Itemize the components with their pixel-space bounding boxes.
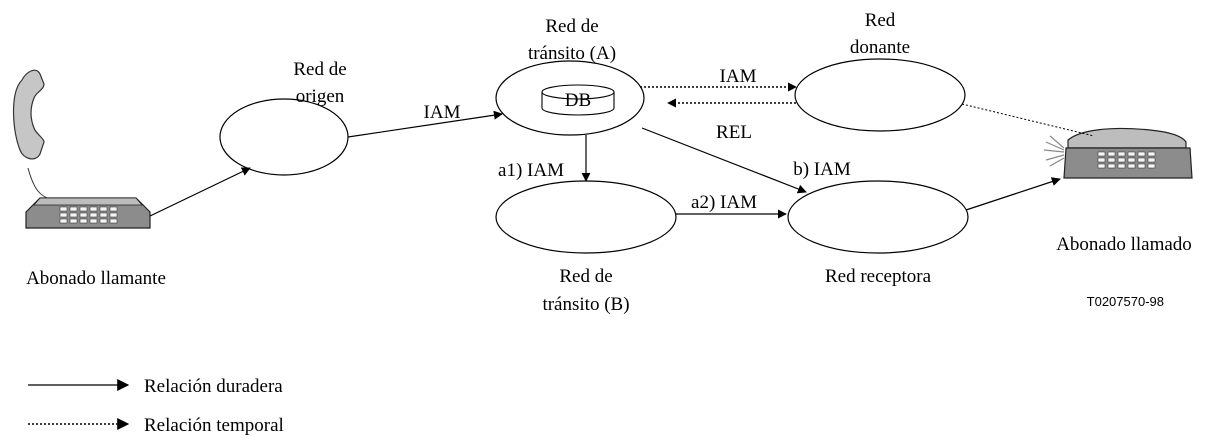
called-label: Abonado llamado <box>1056 234 1192 255</box>
caller-to-origin-link <box>149 167 251 217</box>
recipient-to-called-link <box>965 177 1061 211</box>
caller-phone-icon <box>12 69 151 229</box>
legend: Relación duradera Relación temporal <box>28 376 284 436</box>
figure-code: T0207570-98 <box>1087 294 1164 309</box>
database-label: DB <box>565 90 591 111</box>
origin-network-node <box>219 98 349 176</box>
called-phone-icon <box>1043 127 1193 179</box>
origin-label-line1: Red de <box>293 59 346 80</box>
a1-iam-label: a1) IAM <box>498 160 564 181</box>
database-icon <box>541 84 615 116</box>
legend-solid-label: Relación duradera <box>144 376 283 397</box>
recipient-label: Red receptora <box>825 266 932 287</box>
transit-b-network-node <box>495 180 677 254</box>
b-iam-label: b) IAM <box>793 159 851 180</box>
origin-label-line2: origen <box>296 86 345 107</box>
rel-label: REL <box>716 122 752 143</box>
recipient-network-node <box>787 180 969 254</box>
a2-iam-label: a2) IAM <box>691 192 757 213</box>
iam-origin-label: IAM <box>424 102 461 123</box>
donor-label-line2: donante <box>850 37 910 58</box>
donor-label-line1: Red <box>865 10 896 31</box>
transit-b-label-line2: tránsito (B) <box>542 294 629 315</box>
transit-a-to-recipient-link <box>641 127 807 194</box>
origin-to-transit-a-link <box>347 110 503 138</box>
transit-b-label-line1: Red de <box>559 266 612 287</box>
caller-label: Abonado llamante <box>26 268 166 289</box>
iam-donor-label: IAM <box>720 66 757 87</box>
donor-network-node <box>794 58 966 132</box>
transit-a-label-line1: Red de <box>545 16 598 37</box>
legend-dotted-label: Relación temporal <box>144 415 284 436</box>
transit-a-label-line2: tránsito (A) <box>528 43 616 64</box>
donor-to-called-dotted <box>961 103 1095 137</box>
